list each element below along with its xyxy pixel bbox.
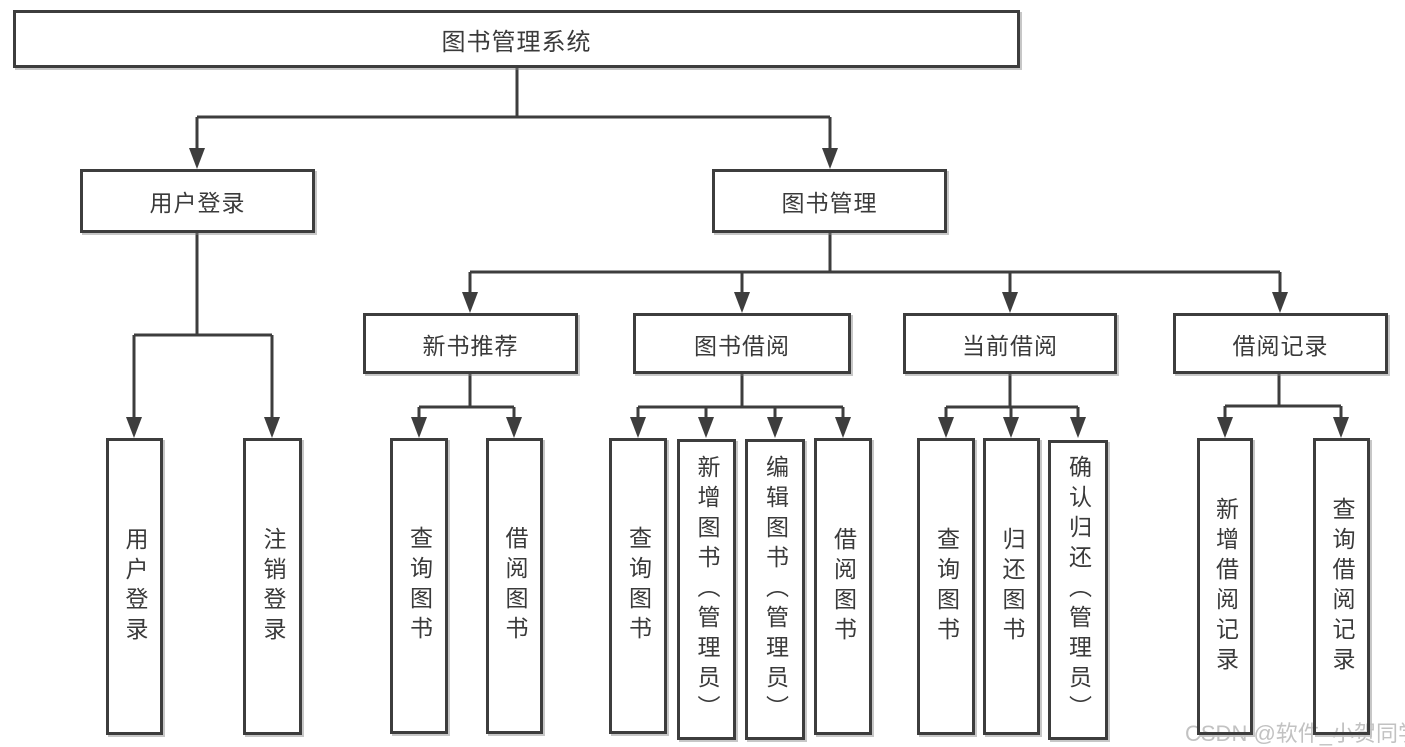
leaf-confirm-return-admin: 确认归还（管理员）	[1048, 440, 1108, 740]
arrowhead	[126, 417, 142, 438]
arrowhead	[1272, 292, 1288, 313]
leaf-query-borrow-record: 查询借阅记录	[1313, 438, 1370, 735]
connector-root-to-level2	[195, 68, 832, 165]
arrowhead	[1003, 417, 1019, 438]
node-user-login: 用户登录	[80, 169, 315, 233]
arrowhead	[1217, 417, 1233, 438]
node-borrowing-records: 借阅记录	[1173, 313, 1388, 374]
arrowhead	[462, 292, 478, 313]
leaf-label: 查询图书	[406, 526, 433, 646]
connector-borrowrecords-to-leaves	[1223, 374, 1343, 434]
leaf-label: 查询借阅记录	[1329, 496, 1355, 677]
leaf-label: 编辑图书（管理员）	[762, 454, 789, 725]
leaf-edit-books-admin: 编辑图书（管理员）	[745, 439, 805, 740]
leaf-label: 注销登录	[260, 526, 286, 647]
leaf-add-borrow-record: 新增借阅记录	[1197, 438, 1253, 735]
leaf-add-books-admin: 新增图书（管理员）	[677, 439, 736, 740]
leaf-label: 借阅图书	[830, 526, 857, 647]
leaf-label: 查询图书	[625, 526, 652, 646]
leaf-borrow-books-1: 借阅图书	[486, 438, 543, 734]
leaf-label: 查询图书	[933, 526, 960, 647]
connector-bookmgmt-to-level3	[468, 233, 1282, 309]
arrowhead	[411, 417, 427, 438]
connector-userlogin-to-leaves	[132, 233, 274, 434]
leaf-query-books-3: 查询图书	[917, 438, 975, 735]
node-current-borrowing: 当前借阅	[903, 313, 1117, 374]
leaf-query-books-2: 查询图书	[609, 438, 667, 734]
arrowhead	[630, 417, 646, 438]
arrowhead	[1070, 417, 1086, 438]
leaf-label: 用户登录	[122, 526, 148, 647]
csdn-watermark: CSDN @软件_小贺同学	[1185, 721, 1405, 746]
arrowhead	[1002, 292, 1018, 313]
leaf-return-books: 归还图书	[983, 438, 1040, 735]
arrowhead	[698, 417, 714, 438]
node-library-management-system: 图书管理系统	[13, 10, 1020, 68]
arrowhead	[506, 417, 522, 438]
node-book-management: 图书管理	[712, 169, 947, 233]
node-book-borrowing: 图书借阅	[633, 313, 851, 374]
arrowhead	[264, 417, 280, 438]
connector-currentborrow-to-leaves	[944, 374, 1080, 434]
arrowhead	[822, 148, 838, 169]
connector-bookborrow-to-leaves	[636, 374, 845, 434]
arrowhead	[835, 417, 851, 438]
leaf-borrow-books-2: 借阅图书	[814, 438, 872, 735]
leaf-label: 借阅图书	[502, 526, 528, 646]
node-new-book-recommendation: 新书推荐	[363, 313, 578, 374]
connector-newbook-to-leaves	[417, 374, 516, 434]
leaf-label: 归还图书	[999, 526, 1025, 647]
arrowhead	[189, 148, 205, 169]
leaf-user-login: 用户登录	[106, 438, 163, 735]
leaf-label: 新增图书（管理员）	[694, 454, 720, 725]
leaf-query-books-1: 查询图书	[390, 438, 448, 734]
leaf-label: 确认归还（管理员）	[1065, 455, 1092, 725]
arrowhead	[767, 417, 783, 438]
arrowhead	[938, 417, 954, 438]
arrowhead	[1333, 417, 1349, 438]
leaf-logout: 注销登录	[243, 438, 302, 735]
leaf-label: 新增借阅记录	[1212, 496, 1239, 677]
arrowhead	[734, 292, 750, 313]
